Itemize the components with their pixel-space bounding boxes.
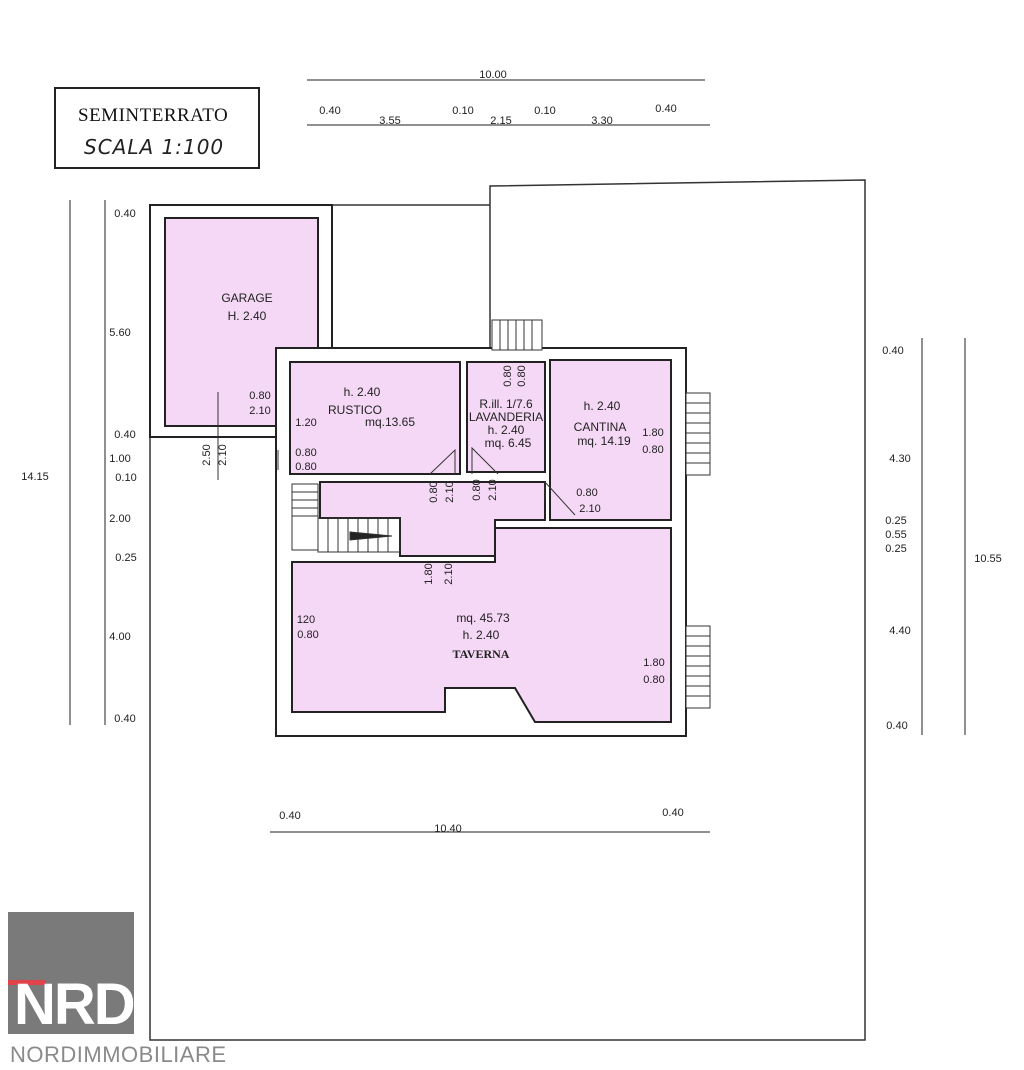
dim-right-1: 4.30 <box>889 453 910 465</box>
garage-height: H. 2.40 <box>228 309 267 323</box>
corridor-door-h: 2.10 <box>443 563 455 584</box>
lavanderia-label: LAVANDERIA <box>469 410 543 424</box>
dim-top-0: 0.40 <box>319 105 340 117</box>
door-lav-h: 2.10 <box>487 479 499 500</box>
door-rustico-w: 0.80 <box>428 481 440 502</box>
rustico-room <box>289 361 461 475</box>
room-labels: GARAGE H. 2.40 h. 2.40 RUSTICO mq.13.65 … <box>221 291 631 661</box>
dim-right-2: 0.25 <box>885 515 906 527</box>
cantina-window-w: 1.80 <box>642 427 663 439</box>
garage-label: GARAGE <box>221 291 272 305</box>
door-cantina-h: 2.10 <box>579 503 600 515</box>
door-swings <box>217 392 576 516</box>
door-cantina-w: 0.80 <box>576 487 597 499</box>
garage-window-w: 0.80 <box>249 390 270 402</box>
garage-door-w: 2.50 <box>201 444 213 465</box>
taverna-window-right-h: 0.80 <box>643 674 664 686</box>
dim-top-6: 0.40 <box>655 103 676 115</box>
taverna-label: TAVERNA <box>453 647 510 661</box>
logo-mark: NRD <box>14 972 136 1037</box>
walls <box>149 204 687 737</box>
rustico-label: RUSTICO <box>328 403 382 417</box>
dim-left-0: 0.40 <box>114 208 135 220</box>
door-rustico-h: 2.10 <box>444 481 456 502</box>
garage-window-h: 2.10 <box>249 405 270 417</box>
taverna-window-left-h: 0.80 <box>297 629 318 641</box>
dim-bottom-total: 10.40 <box>434 823 462 835</box>
lav-window-w: 0.80 <box>502 365 514 386</box>
site-boundary <box>149 179 866 1041</box>
cantina-area: mq. 14.19 <box>577 434 631 448</box>
cantina-height: h. 2.40 <box>584 399 621 413</box>
dim-top-total: 10.00 <box>479 69 507 81</box>
stairs <box>291 483 401 553</box>
cantina-room <box>549 359 672 521</box>
garage-door-h: 2.10 <box>217 444 229 465</box>
lavanderia-height: h. 2.40 <box>488 423 525 437</box>
title-box: SEMINTERRATO SCALA 1:100 <box>54 87 260 169</box>
company-logo: NRD <box>8 912 136 1037</box>
light-wells <box>491 319 711 709</box>
dim-top-2: 0.10 <box>452 105 473 117</box>
dim-right-0: 0.40 <box>882 345 903 357</box>
rustico-height: h. 2.40 <box>344 385 381 399</box>
dim-left-3: 1.00 <box>109 453 130 465</box>
dim-right-6: 0.40 <box>886 720 907 732</box>
taverna-window-left-w: 120 <box>297 614 315 626</box>
taverna-area: mq. 45.73 <box>456 611 510 625</box>
dim-right-total: 10.55 <box>974 553 1002 565</box>
dim-top-4: 0.10 <box>534 105 555 117</box>
taverna-height: h. 2.40 <box>463 628 500 642</box>
dim-left-6: 0.25 <box>115 552 136 564</box>
plan-scale: SCALA 1:100 <box>84 135 225 159</box>
taverna-room <box>291 527 672 723</box>
dimension-labels: 10.00 0.40 3.55 0.10 2.15 0.10 3.30 0.40… <box>21 69 1002 835</box>
dim-bottom-0: 0.40 <box>279 810 300 822</box>
rustico-area: mq.13.65 <box>365 415 415 429</box>
dim-left-total: 14.15 <box>21 471 49 483</box>
dim-top-3: 2.15 <box>490 115 511 127</box>
dimension-lines <box>69 79 966 833</box>
opening-labels: 0.80 2.10 2.50 2.10 1.20 0.80 0.80 0.80 … <box>201 365 665 686</box>
lav-window-h: 0.80 <box>516 365 528 386</box>
dim-left-4: 0.10 <box>115 472 136 484</box>
dim-right-5: 4.40 <box>889 625 910 637</box>
dim-left-2: 0.40 <box>114 429 135 441</box>
dim-right-3: 0.55 <box>885 529 906 541</box>
dim-left-8: 0.40 <box>114 713 135 725</box>
door-lav-w: 0.80 <box>471 479 483 500</box>
cantina-window-h: 0.80 <box>642 444 663 456</box>
rustico-window-b-w: 0.80 <box>295 447 316 459</box>
dim-top-1: 3.55 <box>379 115 400 127</box>
company-name: NORDIMMOBILIARE <box>10 1042 227 1067</box>
plan-title: SEMINTERRATO <box>78 105 229 126</box>
rustico-window-a: 1.20 <box>295 417 316 429</box>
lavanderia-ratio: R.ill. 1/7.6 <box>479 397 533 411</box>
lavanderia-area: mq. 6.45 <box>485 436 532 450</box>
lavanderia-room <box>466 361 546 473</box>
dim-left-7: 4.00 <box>109 631 130 643</box>
corridor-door-w: 1.80 <box>423 563 435 584</box>
dim-bottom-1: 0.40 <box>662 807 683 819</box>
logo-accent-bar <box>8 980 46 985</box>
dim-left-5: 2.00 <box>109 513 130 525</box>
taverna-window-right-w: 1.80 <box>643 657 664 669</box>
dim-left-1: 5.60 <box>109 327 130 339</box>
dim-right-4: 0.25 <box>885 543 906 555</box>
dim-top-5: 3.30 <box>591 115 612 127</box>
rustico-window-b-h: 0.80 <box>295 461 316 473</box>
cantina-label: CANTINA <box>574 420 627 434</box>
